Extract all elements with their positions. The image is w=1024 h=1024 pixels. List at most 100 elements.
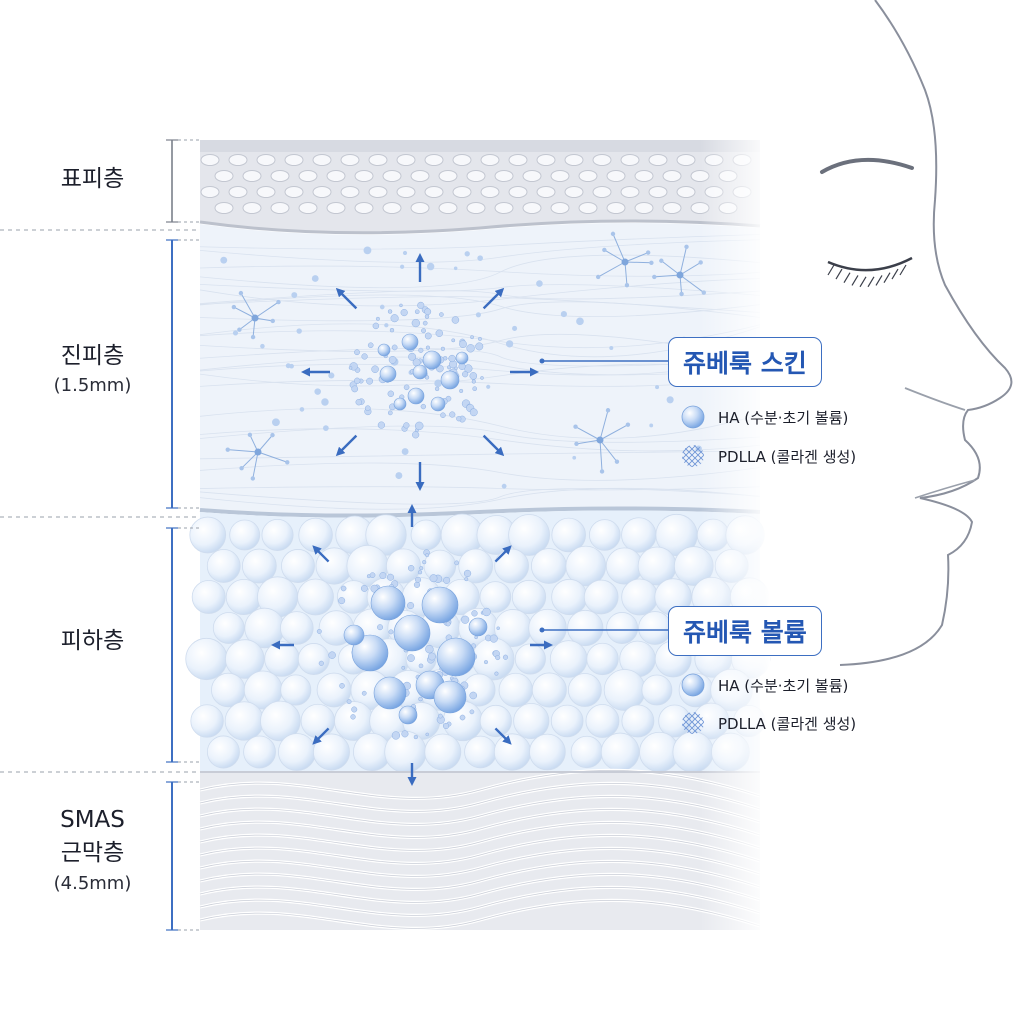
fibroblast-branch <box>679 246 688 276</box>
fat-cell <box>603 669 646 711</box>
pdlla-particle <box>366 377 374 385</box>
pdlla-particle <box>434 386 440 392</box>
fibroblast-branch <box>233 306 256 319</box>
fibroblast-node <box>270 432 275 438</box>
pdlla-particle <box>351 706 358 713</box>
epidermis-pore <box>494 170 514 182</box>
fat-cell <box>261 519 294 551</box>
fibroblast-cells <box>225 231 707 481</box>
fat-cell <box>530 548 567 584</box>
dermis-particle <box>296 328 302 334</box>
fat-cell <box>229 519 261 551</box>
pdlla-particle <box>415 421 424 431</box>
epidermis-pore <box>284 186 304 198</box>
smas-fiber-edge <box>199 835 761 864</box>
pdlla-particle <box>480 376 484 380</box>
fibroblast-branch <box>661 260 681 276</box>
pdlla-particle <box>417 301 425 309</box>
pdlla-particle <box>418 347 424 353</box>
dermis-particle <box>291 292 298 298</box>
dermis-particle <box>400 264 405 269</box>
pdlla-particle <box>469 372 478 380</box>
fat-cell <box>280 674 312 706</box>
epidermis-pore <box>214 202 234 214</box>
eyelash <box>867 276 875 288</box>
pdlla-particle <box>463 569 472 578</box>
pdlla-particle <box>417 570 423 575</box>
ha-sphere <box>412 364 428 380</box>
epidermis-pore <box>424 186 444 198</box>
epidermis-pore <box>648 186 668 198</box>
epidermis-pore <box>312 186 332 198</box>
eyelash <box>827 264 835 276</box>
epidermis-name: 표피층 <box>60 166 125 192</box>
fibroblast-node <box>239 465 244 471</box>
pdlla-particle <box>425 345 430 350</box>
dermis-particle <box>649 423 654 428</box>
pdlla-particle <box>424 332 432 340</box>
dermis-particle <box>666 396 674 404</box>
ha-sphere <box>351 634 389 672</box>
dermis-particle <box>299 407 305 412</box>
collagen-fiber <box>199 487 761 510</box>
smas-fiber-edge <box>199 874 761 903</box>
collagen-fiber <box>199 234 761 250</box>
fat-cell <box>567 673 602 707</box>
pdlla-particle <box>399 303 403 308</box>
epidermis-pore <box>564 154 584 166</box>
pdlla-particle <box>459 388 464 393</box>
collagen-fiber <box>199 348 761 367</box>
pdlla-particle <box>367 342 374 349</box>
fibroblast-branch <box>599 439 603 472</box>
pdlla-particle <box>424 375 430 380</box>
pdlla-particle <box>401 665 406 670</box>
fibroblast-node <box>237 327 242 332</box>
ha-sphere <box>398 705 418 725</box>
pdlla-particle <box>360 585 368 592</box>
dermis-particle <box>328 372 335 379</box>
fat-cell <box>464 735 497 769</box>
smas-fiber-edge <box>199 796 761 825</box>
diffusion-arrow <box>312 727 330 745</box>
epidermis-pore <box>284 154 304 166</box>
pdlla-particle <box>474 635 478 640</box>
eyelashes <box>827 264 907 288</box>
pdlla-particle <box>412 431 420 439</box>
epidermis-pore <box>242 170 262 182</box>
epidermis-pore <box>228 186 248 198</box>
fibroblast-branch <box>227 449 259 453</box>
pdlla-particle <box>466 344 475 353</box>
pdlla-particle <box>425 644 434 654</box>
pdlla-particle <box>469 709 475 715</box>
fat-cell <box>212 612 245 644</box>
dermis-particle <box>576 317 584 326</box>
eyelash <box>883 272 891 284</box>
pdlla-particle <box>469 691 478 700</box>
epidermis-pore <box>438 202 458 214</box>
epidermis-pore <box>410 170 430 182</box>
epidermis-pore <box>368 186 388 198</box>
fibroblast-node <box>250 476 256 481</box>
epidermis-pore <box>228 154 248 166</box>
pdlla-particle <box>424 308 432 316</box>
fibroblast-branch <box>575 426 601 441</box>
epidermis-pore <box>662 202 682 214</box>
fat-cell <box>583 579 619 615</box>
fat-cell <box>498 672 533 708</box>
fat-cell <box>385 548 422 584</box>
fat-cell <box>479 704 512 738</box>
pdlla-particle <box>451 316 460 324</box>
ha-sphere <box>422 350 442 370</box>
epidermis-pore <box>340 154 360 166</box>
dermis-particle <box>512 325 518 331</box>
epidermis-pore <box>214 170 234 182</box>
dermis-particle <box>395 472 403 480</box>
pdlla-particle <box>459 340 467 348</box>
smas-fiber-edge <box>199 887 761 916</box>
pdlla-particle <box>388 629 394 635</box>
pdlla-particle <box>346 699 352 705</box>
eyelash <box>851 275 859 286</box>
fibroblast-branch <box>599 424 629 441</box>
fat-cell <box>189 516 227 554</box>
pdlla-particle <box>403 384 410 391</box>
